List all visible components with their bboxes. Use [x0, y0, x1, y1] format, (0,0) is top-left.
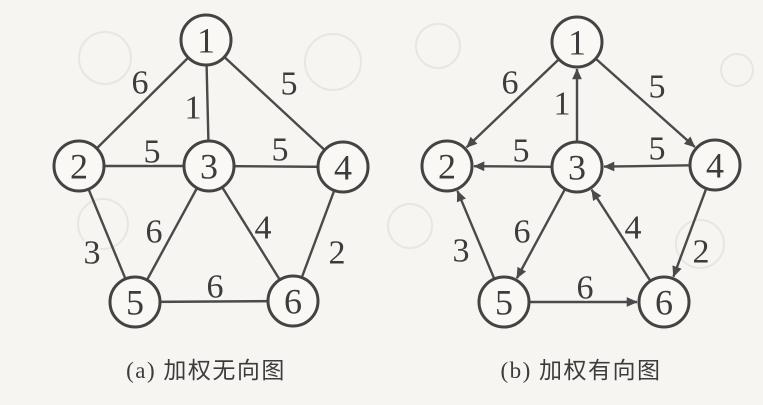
- caption-weighted-directed-graph: (b) 加权有向图: [500, 358, 662, 383]
- node-circle-1: [179, 13, 233, 67]
- node-a-1: 1: [179, 13, 233, 67]
- node-a-6: 6: [266, 274, 320, 328]
- node-circle-5: [108, 275, 162, 329]
- node-a-4: 4: [316, 140, 370, 194]
- edge-weight-2-5: 3: [84, 235, 101, 272]
- edge-weight-1-3: 1: [185, 90, 202, 127]
- node-circle-3: [182, 139, 236, 193]
- ghost-ring: [304, 33, 362, 91]
- edge-1-4: [205, 39, 344, 168]
- edge-weight-5-6: 6: [207, 269, 224, 306]
- node-label-2: 2: [70, 147, 88, 187]
- node-circle-4: [688, 138, 742, 192]
- node-label-5: 5: [495, 283, 513, 323]
- node-circle-6: [637, 275, 691, 329]
- edge-6-3: [590, 189, 652, 282]
- edge-weight-4-6: 2: [693, 234, 710, 271]
- node-b-5: 5: [477, 275, 531, 329]
- caption-weighted-undirected-graph: (a) 加权无向图: [126, 358, 286, 383]
- edge-weight-4-3: 5: [649, 131, 666, 168]
- edge-weight-3-4: 5: [272, 132, 289, 169]
- edge-weight-4-6: 2: [329, 235, 346, 272]
- edge-weight-6-3: 4: [625, 210, 642, 247]
- node-circle-4: [316, 140, 370, 194]
- node-label-2: 2: [438, 147, 456, 187]
- ghost-ring: [675, 219, 725, 269]
- edge-weight-3-2: 5: [513, 133, 530, 170]
- node-label-4: 4: [706, 146, 724, 186]
- node-label-4: 4: [334, 148, 352, 188]
- edge-5-2: [456, 190, 496, 280]
- edge-weight-1-4: 5: [281, 66, 298, 103]
- node-circle-3: [550, 140, 604, 194]
- node-circle-2: [52, 139, 106, 193]
- edge-weight-3-5: 6: [146, 214, 163, 251]
- node-a-2: 2: [52, 139, 106, 193]
- ghost-ring: [78, 31, 132, 85]
- edge-weight-1-2: 6: [502, 65, 519, 102]
- edge-weight-3-6: 4: [255, 210, 272, 247]
- node-label-6: 6: [655, 283, 673, 323]
- edge-4-6: [672, 188, 708, 278]
- edge-1-2: [78, 39, 207, 167]
- node-label-1: 1: [197, 21, 215, 61]
- node-circle-5: [477, 275, 531, 329]
- node-a-5: 5: [108, 275, 162, 329]
- node-b-1: 1: [550, 15, 604, 69]
- node-b-2: 2: [420, 139, 474, 193]
- edge-weight-5-6: 6: [577, 270, 594, 307]
- node-circle-6: [266, 274, 320, 328]
- edge-weight-3-1: 1: [554, 86, 571, 123]
- node-b-6: 6: [637, 275, 691, 329]
- edge-3-2: [473, 161, 553, 172]
- node-label-5: 5: [126, 283, 144, 323]
- ghost-ring: [720, 53, 754, 87]
- ghost-ring: [77, 198, 129, 250]
- edge-weight-3-5: 6: [514, 214, 531, 251]
- edge-1-2: [465, 58, 560, 149]
- edge-weight-1-4: 5: [649, 69, 666, 106]
- node-label-6: 6: [284, 282, 302, 322]
- node-circle-2: [420, 139, 474, 193]
- node-label-1: 1: [568, 23, 586, 63]
- ghost-ring: [387, 203, 433, 249]
- scan-ghost-artifacts: [77, 23, 754, 269]
- edge-weight-5-2: 3: [453, 233, 470, 270]
- edge-1-4: [594, 57, 696, 148]
- node-b-4: 4: [688, 138, 742, 192]
- node-label-3: 3: [568, 148, 586, 188]
- edge-weight-1-2: 6: [132, 65, 149, 102]
- node-b-3: 3: [550, 140, 604, 194]
- ghost-ring: [415, 23, 461, 69]
- node-label-3: 3: [200, 147, 218, 187]
- node-a-3: 3: [182, 139, 236, 193]
- edge-4-3: [603, 161, 691, 172]
- node-circle-1: [550, 15, 604, 69]
- edge-3-5: [515, 188, 567, 279]
- edge-weight-2-3: 5: [144, 134, 161, 171]
